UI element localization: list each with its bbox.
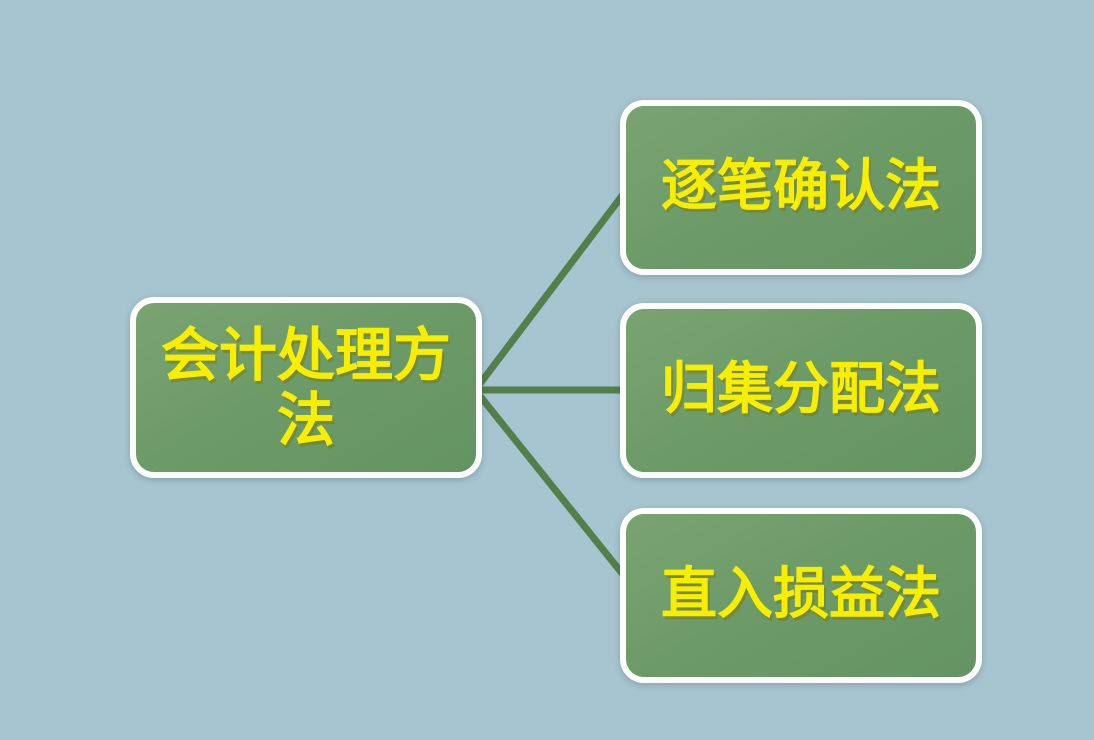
node-root: 会计处理方法 <box>130 297 482 478</box>
connector-line-top <box>473 169 643 392</box>
node-method-1: 逐笔确认法 <box>620 100 982 275</box>
node-root-label: 会计处理方法 <box>160 320 451 454</box>
node-method-2-label: 归集分配法 <box>661 357 941 423</box>
node-method-3: 直入损益法 <box>620 508 982 683</box>
node-method-2: 归集分配法 <box>620 303 982 478</box>
node-method-1-label: 逐笔确认法 <box>661 154 941 220</box>
node-method-3-label: 直入损益法 <box>661 562 941 628</box>
connector-line-bottom <box>473 388 648 605</box>
